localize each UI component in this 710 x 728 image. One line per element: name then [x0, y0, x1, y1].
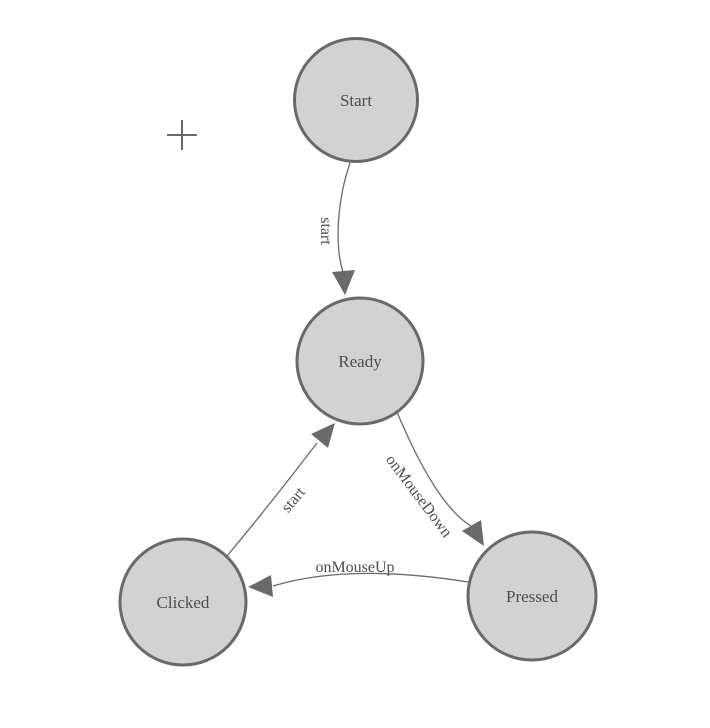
- edge-clicked-to-ready[interactable]: start: [226, 423, 335, 557]
- state-node-start-label: Start: [340, 91, 372, 110]
- state-node-pressed-circle: [466, 530, 598, 662]
- edge-start-to-ready-line: [337, 162, 351, 273]
- state-node-ready[interactable]: Ready: [295, 296, 425, 426]
- edge-label-start-1: start: [317, 217, 334, 245]
- state-node-pressed-label: Pressed: [506, 587, 558, 606]
- edge-pressed-to-clicked-line: [272, 572, 469, 587]
- state-node-start-circle: [293, 37, 419, 163]
- state-node-pressed[interactable]: Pressed: [466, 530, 598, 662]
- edge-label-onmousedown: onMouseDown: [382, 452, 455, 541]
- state-node-ready-circle: [295, 296, 425, 426]
- edge-pressed-to-clicked[interactable]: onMouseUp: [248, 559, 469, 597]
- edge-ready-to-pressed-line: [396, 411, 472, 527]
- arrowhead-icon: [462, 520, 484, 546]
- crosshair-cursor-icon: [167, 120, 197, 150]
- state-node-start[interactable]: Start: [293, 37, 419, 163]
- state-node-clicked[interactable]: Clicked: [118, 537, 248, 667]
- edge-start-to-ready[interactable]: start: [317, 162, 355, 295]
- edge-label-onmouseup: onMouseUp: [315, 559, 394, 576]
- edge-label-start-2: start: [278, 484, 309, 516]
- state-node-clicked-circle: [118, 537, 248, 667]
- state-node-clicked-label: Clicked: [157, 593, 210, 612]
- edge-clicked-to-ready-line: [226, 442, 318, 557]
- arrowhead-icon: [311, 423, 335, 448]
- state-node-ready-label: Ready: [338, 352, 382, 371]
- arrowhead-icon: [248, 575, 273, 597]
- edge-ready-to-pressed[interactable]: onMouseDown: [382, 411, 484, 546]
- arrowhead-icon: [332, 270, 355, 295]
